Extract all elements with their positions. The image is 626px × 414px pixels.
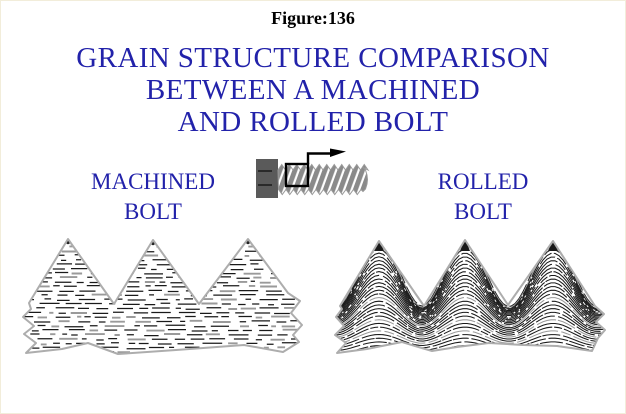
bolt-head-icon [256, 159, 278, 198]
title-line-3: AND ROLLED BOLT [177, 106, 449, 138]
callout-arrow-icon [306, 148, 346, 164]
diagram-title: GRAIN STRUCTURE COMPARISON BETWEEN A MAC… [1, 42, 625, 138]
rolled-label-line-2: BOLT [454, 199, 512, 224]
bolt-threaded-shaft-icon [277, 163, 370, 196]
machined-grain-structure [22, 238, 303, 355]
machined-label-line-2: BOLT [124, 199, 182, 224]
rolled-grain-structure [334, 239, 606, 354]
machined-bolt-label: MACHINED BOLT [48, 167, 258, 227]
rolled-label-line-1: ROLLED [437, 169, 529, 194]
machined-label-line-1: MACHINED [91, 169, 215, 194]
title-line-2: BETWEEN A MACHINED [145, 74, 481, 106]
title-line-1: GRAIN STRUCTURE COMPARISON [76, 42, 550, 74]
callout-rectangle-icon [284, 162, 310, 188]
rolled-bolt-label: ROLLED BOLT [378, 167, 588, 227]
figure-number-label: Figure:136 [271, 8, 355, 28]
bolt-illustration [256, 148, 370, 198]
